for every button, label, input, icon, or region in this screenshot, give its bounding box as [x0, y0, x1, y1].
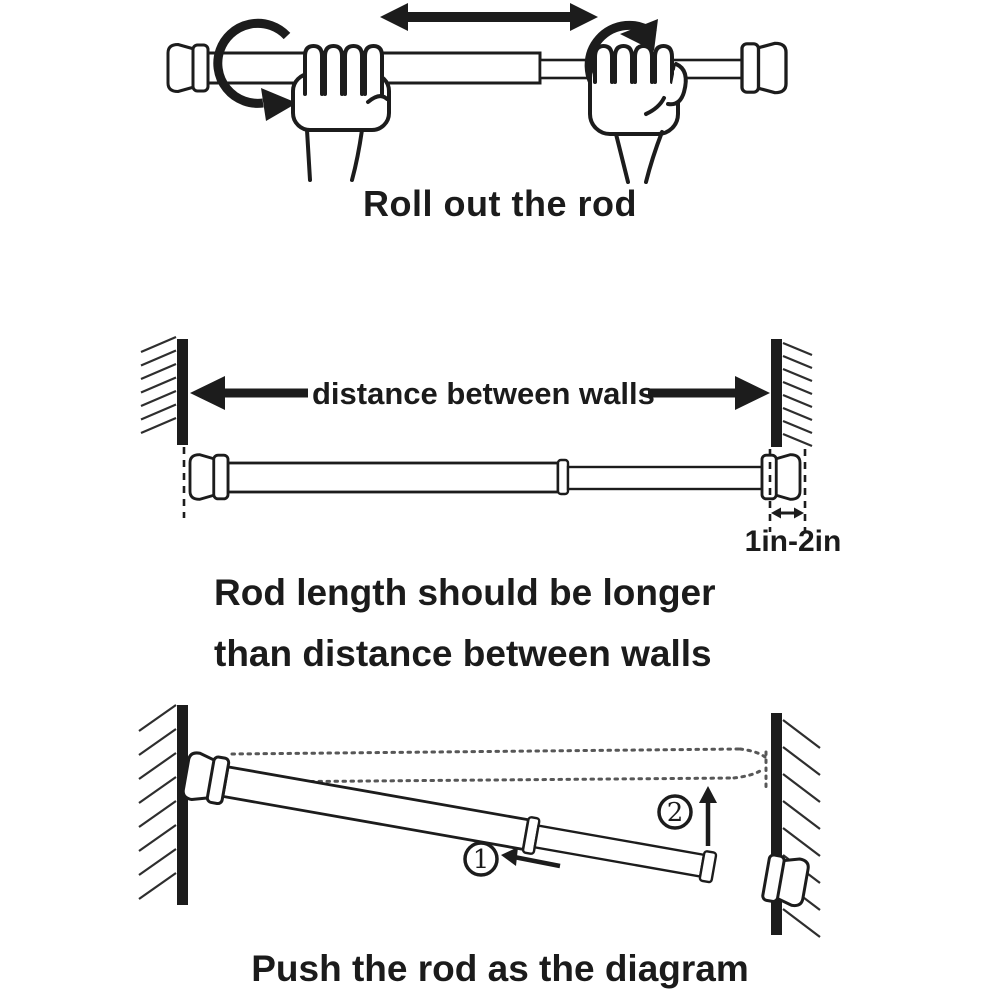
end-cap-right [760, 453, 802, 501]
wall-hatching [782, 341, 813, 448]
wall-bar [177, 339, 188, 445]
distance-label: distance between walls [312, 376, 655, 411]
tension-rod-tilted [180, 750, 812, 909]
step1-number: 1 [473, 845, 490, 875]
wall-right [771, 713, 821, 938]
end-cap-right [760, 852, 812, 909]
push-diagram: 1 2 [138, 704, 821, 938]
caption-rod-length: Rod length should be longer than distanc… [214, 562, 716, 684]
step2-badge: 2 [657, 794, 693, 830]
rod-thick-tube [226, 461, 560, 494]
wall-bar [177, 705, 188, 905]
end-cap-left [180, 750, 231, 807]
cap-ring [698, 850, 718, 884]
wall-left [140, 335, 188, 445]
right-hand [588, 44, 688, 184]
left-hand [291, 44, 391, 182]
tension-rod-middle [188, 453, 802, 501]
step1-badge: 1 [463, 841, 499, 877]
overlap-arrow [771, 507, 804, 519]
rod-thin-tube [533, 824, 706, 878]
wall-hatching [138, 704, 177, 900]
distance-arrow [190, 376, 770, 410]
end-cap-right [740, 41, 788, 95]
wall-bar [771, 713, 782, 935]
step2-number: 2 [667, 798, 684, 828]
end-cap-left [188, 453, 230, 501]
overlap-label: 1in-2in [745, 525, 842, 558]
wall-guide-dashed [182, 447, 807, 532]
step2-arrow-icon [699, 786, 717, 846]
caption-roll-out-the-rod: Roll out the rod [363, 183, 637, 224]
caption-rod-length-line1: Rod length should be longer [214, 572, 716, 613]
roll-out-diagram [166, 3, 788, 184]
wall-left [138, 704, 188, 905]
ghost-rod-dotted [230, 747, 768, 791]
step1-arrow-icon [501, 847, 561, 869]
wall-right [771, 339, 813, 448]
caption-rod-length-line2: than distance between walls [214, 633, 712, 674]
wall-bar [771, 339, 782, 447]
tension-rod-top [166, 41, 788, 95]
rotate-arrow-left-icon [213, 18, 297, 121]
extend-arrow-icon [380, 3, 598, 31]
rod-thin-tube [566, 465, 764, 491]
wall-hatching [140, 335, 177, 435]
caption-push-the-rod: Push the rod as the diagram [251, 948, 749, 989]
end-cap-left [166, 43, 210, 93]
wall-distance-diagram: distance between walls 1in-2i [140, 335, 842, 558]
rod-joint [556, 458, 570, 496]
